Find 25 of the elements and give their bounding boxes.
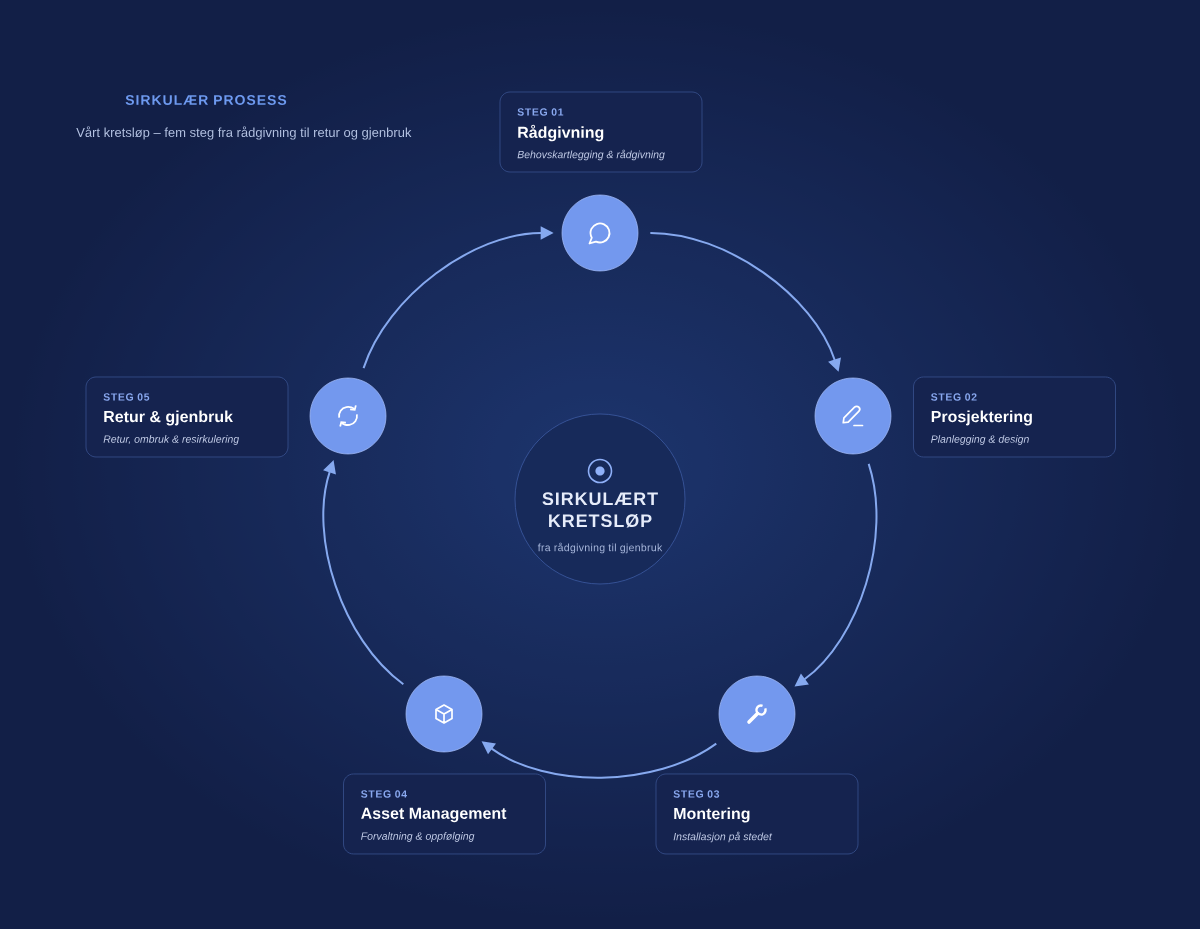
step-title: Rådgivning	[518, 124, 604, 142]
step-description: Retur, ombruk & resirkulering	[103, 435, 240, 445]
step-label: STEG 03	[673, 790, 720, 798]
step-description: Installasjon på stedet	[673, 831, 773, 843]
hub-title: SIRKULÆRT KRETSLØP	[542, 492, 658, 528]
step-label: STEG 05	[103, 393, 150, 401]
step-card	[85, 376, 289, 458]
step-card	[655, 773, 859, 855]
step-title: Montering	[674, 807, 750, 823]
step-card	[913, 376, 1116, 458]
step-label: STEG 01	[517, 108, 564, 116]
heading: SIRKULÆR PROSESS	[125, 95, 287, 105]
hub-subtitle: fra rådgivning til gjenbruk	[537, 542, 663, 554]
step-title: Asset Management	[361, 807, 507, 823]
step-label: STEG 02	[931, 393, 977, 401]
step-label: STEG 04	[361, 790, 407, 798]
step-card	[343, 773, 546, 855]
step-title: Prosjektering	[931, 410, 1032, 426]
step-card	[499, 91, 703, 173]
hub-circle	[514, 413, 686, 585]
subtitle: Vårt kretsløp – fem steg fra rådgivning til retur og gjenbruk	[76, 126, 412, 140]
step-title: Retur & gjenbruk	[104, 410, 233, 426]
step-description: Behovskartlegging & rådgivning	[517, 149, 665, 161]
step-description: Forvaltning & oppfølging	[361, 832, 475, 842]
step-description: Planlegging & design	[931, 435, 1029, 445]
